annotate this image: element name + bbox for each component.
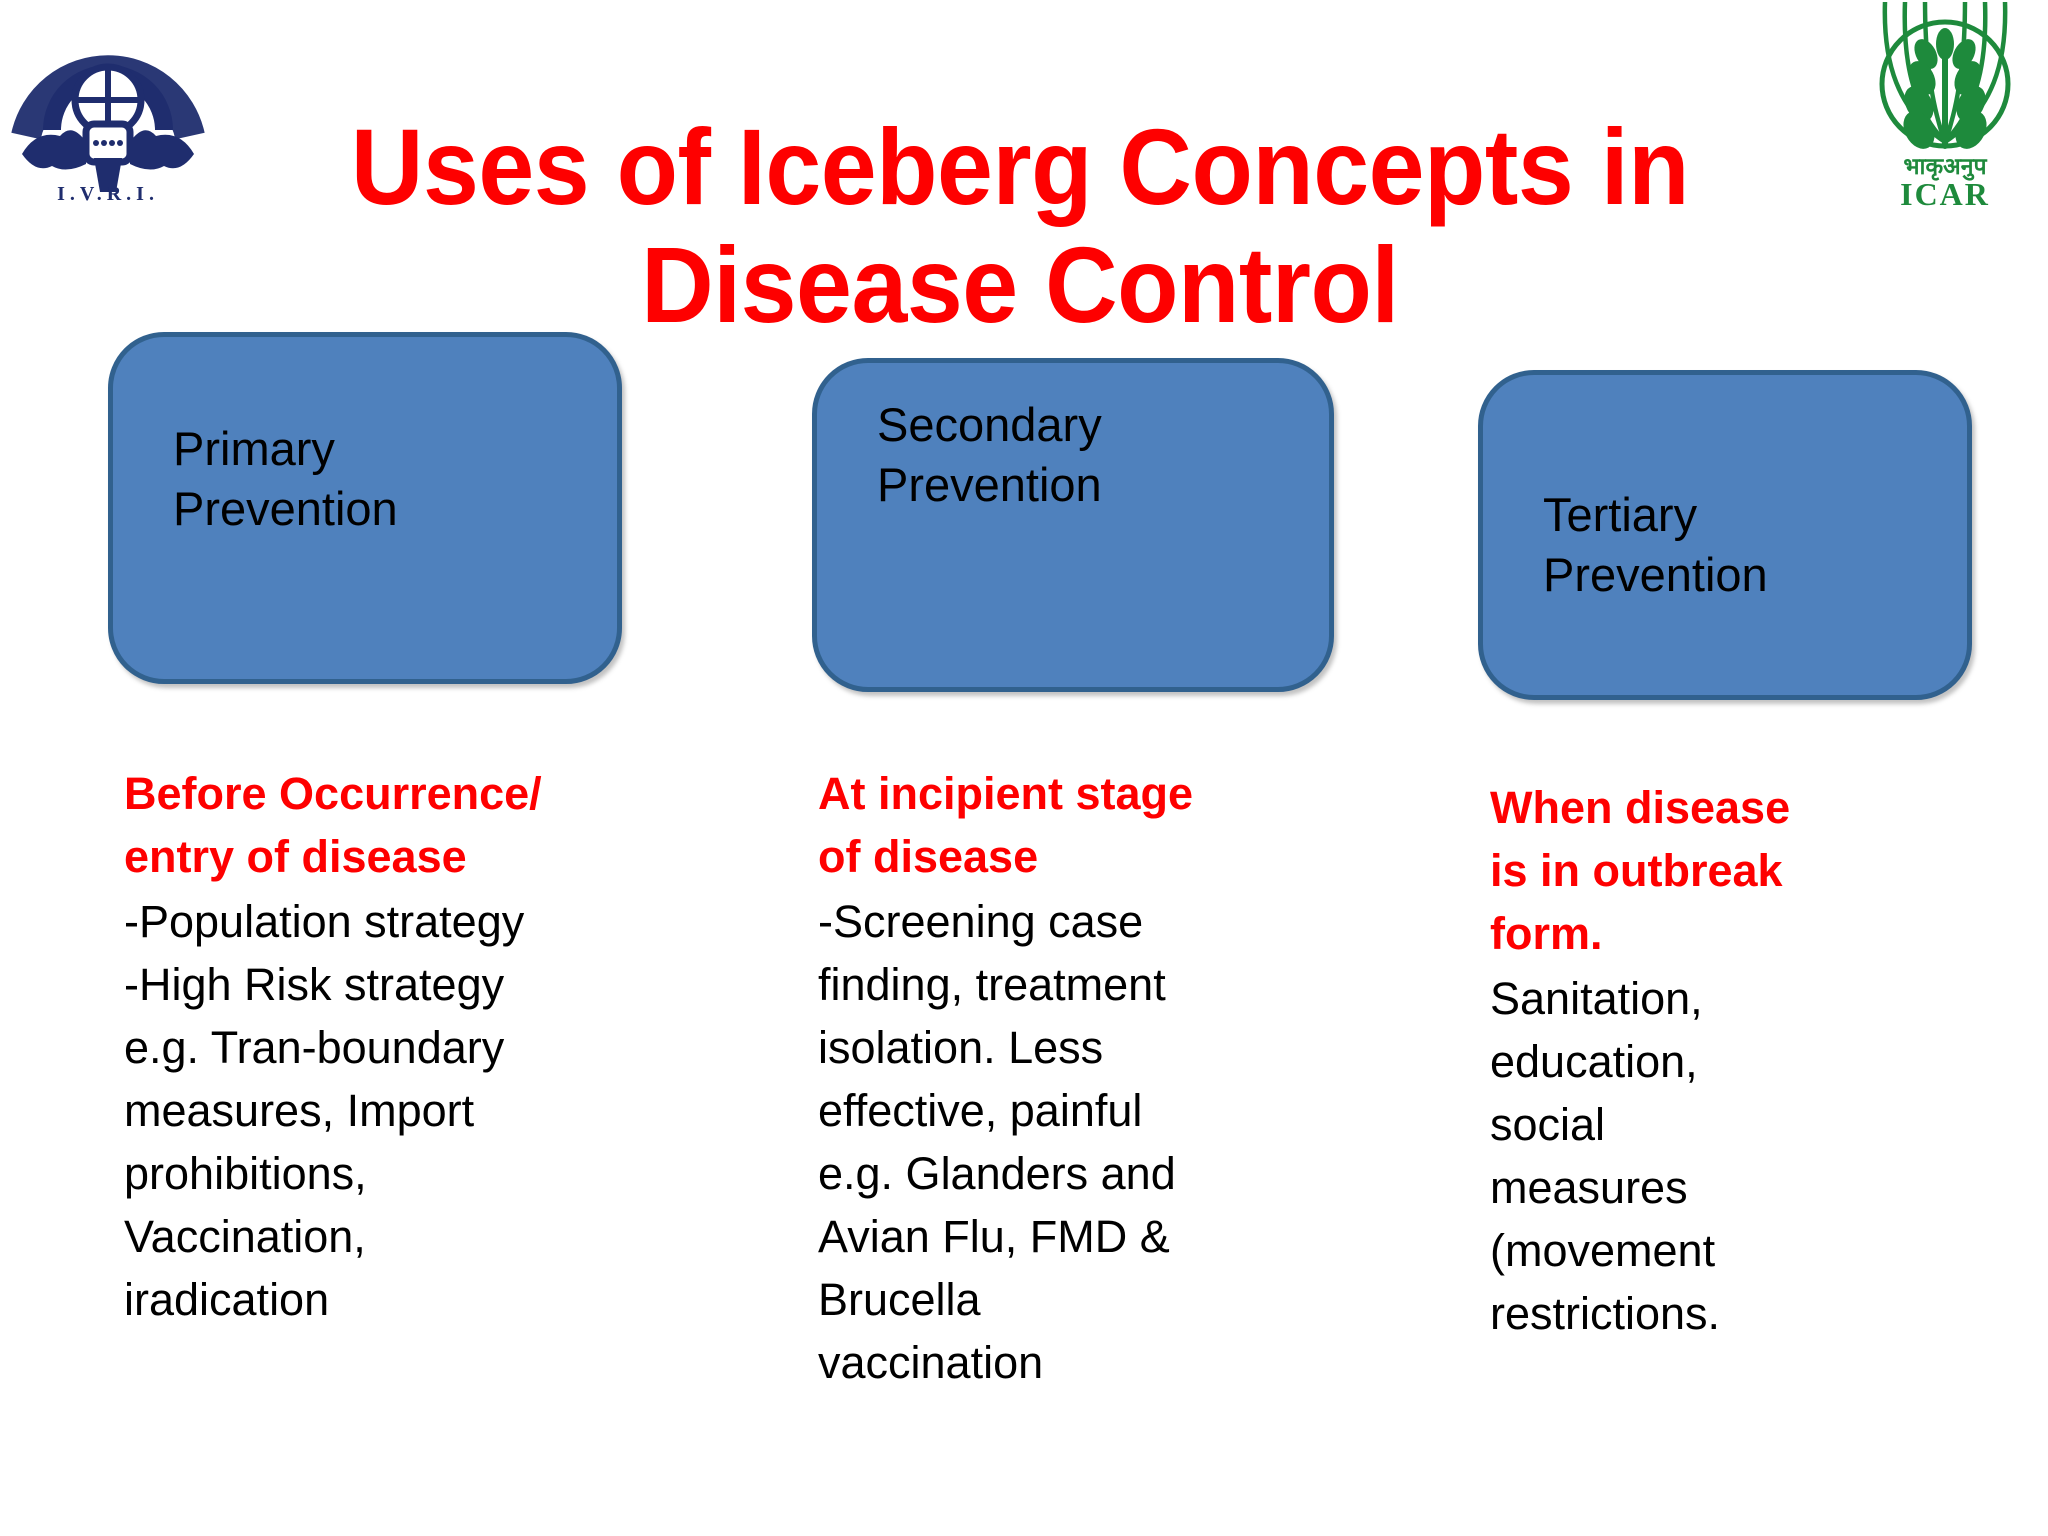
prevention-box-secondary-label: Secondary Prevention <box>877 398 1102 511</box>
prevention-box-primary[interactable]: Primary Prevention <box>108 332 622 684</box>
prevention-box-primary-label: Primary Prevention <box>173 422 398 535</box>
ivri-logo: ‎ I.V.R.I. <box>8 4 208 205</box>
text-column-primary: Before Occurrence/ entry of disease -Pop… <box>124 762 644 1331</box>
icar-logo: भाकृअनुप ICAR <box>1853 0 2038 220</box>
prevention-box-tertiary[interactable]: Tertiary Prevention <box>1478 370 1972 700</box>
column-tertiary-heading: When disease is in outbreak form. <box>1490 782 1791 959</box>
column-primary-body: -Population strategy -High Risk strategy… <box>124 896 525 1325</box>
text-column-secondary: At incipient stage of disease -Screening… <box>818 762 1308 1394</box>
page-title: Uses of Iceberg Concepts in Disease Cont… <box>350 106 1690 346</box>
text-column-tertiary: When disease is in outbreak form. Sanita… <box>1490 776 1910 1345</box>
column-primary-heading: Before Occurrence/ entry of disease <box>124 768 542 882</box>
prevention-box-tertiary-label: Tertiary Prevention <box>1543 488 1768 601</box>
ivri-logo-abbr: I.V.R.I. <box>57 183 159 204</box>
column-tertiary-body: Sanitation, education, social measures (… <box>1490 973 1721 1339</box>
prevention-box-secondary[interactable]: Secondary Prevention <box>812 358 1334 692</box>
column-secondary-heading: At incipient stage of disease <box>818 768 1194 882</box>
icar-logo-hindi-text: भाकृअनुप <box>1903 154 1987 181</box>
icar-logo-abbr: ICAR <box>1900 176 1990 212</box>
column-secondary-body: -Screening case finding, treatment isola… <box>818 896 1176 1388</box>
